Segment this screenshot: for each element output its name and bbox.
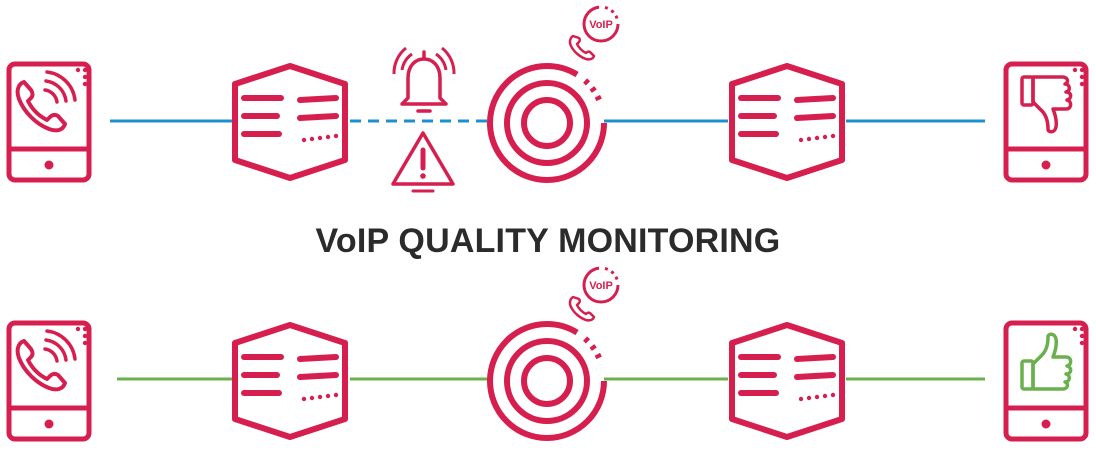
voip-call-badge-icon: VoIP	[568, 5, 620, 61]
alarm-bell-icon	[392, 46, 456, 113]
voip-badge-label: VoIP	[589, 19, 613, 31]
server-icon	[732, 325, 842, 437]
voip-call-badge-icon: VoIP	[568, 266, 620, 322]
warning-triangle-icon	[391, 131, 455, 193]
row-good: VoIP	[9, 266, 1086, 439]
callee-phone-device	[1006, 323, 1086, 439]
monitoring-probe-icon	[490, 324, 604, 438]
server-icon	[235, 325, 345, 437]
caller-phone-device	[9, 323, 89, 439]
row-problem: VoIP	[9, 5, 1086, 193]
voip-badge-label: VoIP	[589, 280, 613, 292]
diagram-title: VoIP QUALITY MONITORING	[315, 222, 781, 260]
